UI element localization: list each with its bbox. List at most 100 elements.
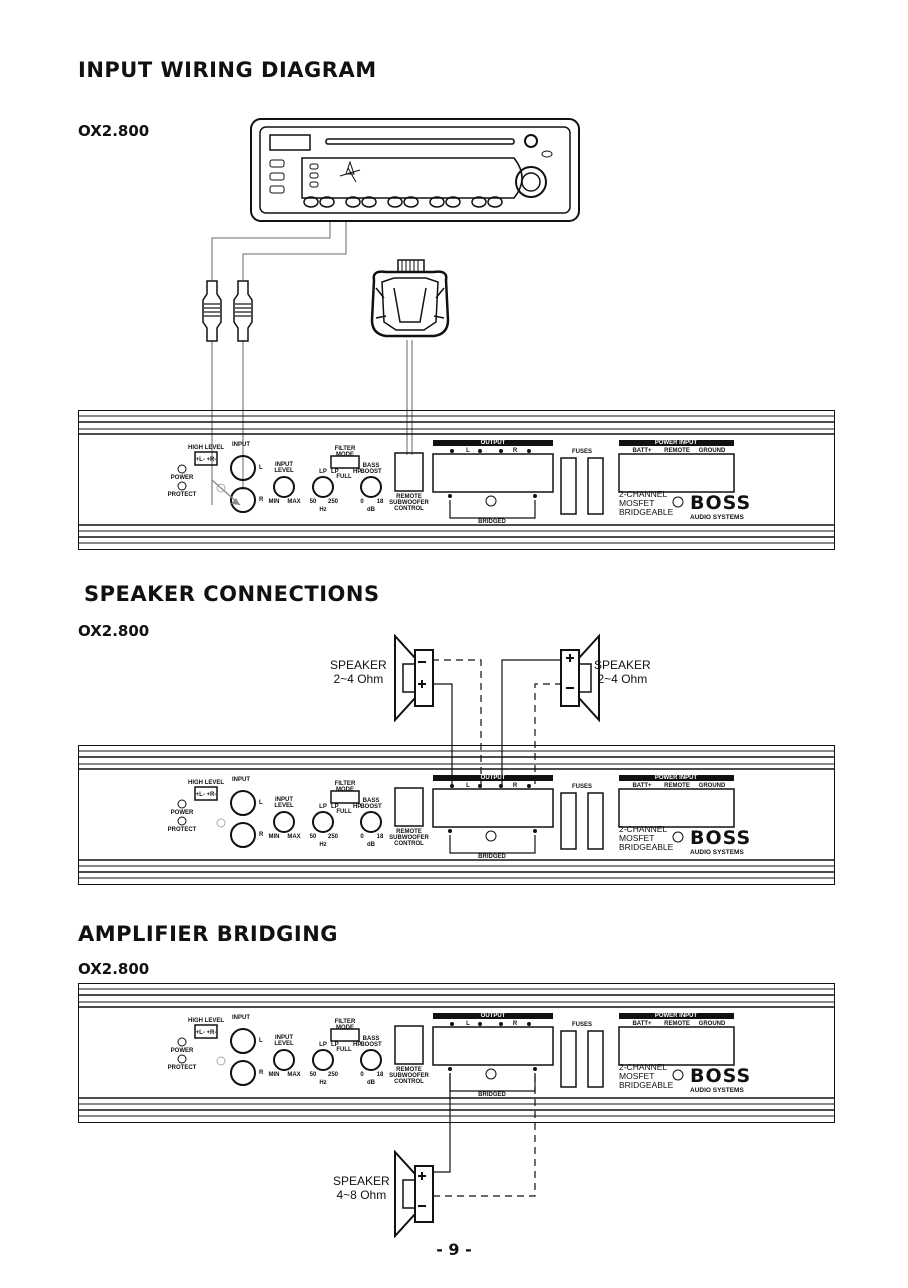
amp3-label-input-level-1: INPUT	[275, 1035, 293, 1041]
page-number: - 9 -	[436, 1240, 472, 1259]
amp2-label-batt: BATT+	[632, 783, 652, 789]
amp2-label-bass-max: 18	[376, 834, 384, 840]
model-label-1: OX2.800	[78, 122, 150, 140]
amp2-label-lp-max: 250	[327, 834, 339, 840]
amp2-label-output: OUTPUT	[480, 775, 506, 781]
amp1-brand-sub: AUDIO SYSTEMS	[690, 514, 744, 521]
amp3-label-lp-min: 50	[309, 1072, 317, 1078]
amp2-label-out-r: R	[512, 783, 518, 789]
speaker-right-icon	[560, 634, 600, 722]
speaker-bridge-label: SPEAKER 4~8 Ohm	[333, 1174, 390, 1202]
rca-plug-left	[202, 280, 222, 342]
amp2-label-db: dB	[367, 842, 375, 848]
amp3-label-fuses: FUSES	[571, 1022, 593, 1028]
amp3-label-mosfet: MOSFET	[619, 1071, 655, 1081]
amp3-label-filter-full: FULL	[336, 1047, 352, 1053]
head-unit-radio	[250, 118, 580, 222]
amp3-label-bass-boost-2: BOOST	[360, 1042, 382, 1048]
amp2-label-bass-min: 0	[360, 834, 364, 840]
speaker-left-icon	[394, 634, 434, 722]
amp2-label-power: POWER	[170, 810, 194, 816]
amp2-label-hz: Hz	[319, 842, 327, 848]
amp3-label-out-r: R	[512, 1021, 518, 1027]
amp3-label-r: R	[259, 1070, 264, 1076]
amp1-label-hz: Hz	[319, 507, 327, 513]
amp3-label-two-channel: 2-CHANNEL	[619, 1062, 668, 1072]
amp1-label-filter-mode-1: FILTER	[334, 446, 356, 452]
amp3-label-bass-boost-1: BASS	[362, 1036, 380, 1042]
amp2-label-filter-lp: LP	[331, 804, 339, 810]
amp3-label-high-level: HIGH LEVEL	[187, 1018, 225, 1024]
amp3-label-remote-1: REMOTE	[396, 1067, 422, 1073]
amp1-label-remote-2: SUBWOOFER	[389, 500, 429, 506]
amp3-label-power-input: POWER INPUT	[654, 1013, 698, 1019]
amp3-label-l: L	[259, 1038, 263, 1044]
amp1-label-db: dB	[367, 507, 375, 513]
amp3-label-ground: GROUND	[698, 1021, 726, 1027]
amp3-label-remote-2: SUBWOOFER	[389, 1073, 429, 1079]
amp1-label-high-level-pins: +L- +R-	[195, 457, 217, 463]
remote-bass-knob	[370, 259, 450, 338]
amplifier-body-1	[78, 410, 835, 550]
amp3-label-high-level-pins: +L- +R-	[195, 1030, 217, 1036]
amp1-label-filter-mode-2: MODE	[336, 452, 354, 458]
amp2-label-remote-2: SUBWOOFER	[389, 835, 429, 841]
amp1-label-two-channel: 2-CHANNEL	[619, 489, 668, 499]
amp3-label-batt: BATT+	[632, 1021, 652, 1027]
amp1-label-output: OUTPUT	[480, 440, 506, 446]
amp1-label-r: R	[259, 497, 264, 503]
amp2-label-filter-mode-2: MODE	[336, 787, 354, 793]
amp3-label-lp: LP	[319, 1042, 327, 1048]
amp2-label-bass-boost-1: BASS	[362, 798, 380, 804]
amp1-label-max: MAX	[287, 499, 301, 505]
amp3-brand-sub: AUDIO SYSTEMS	[690, 1087, 744, 1094]
amp3-label-input: INPUT	[232, 1015, 250, 1021]
amp3-label-min: MIN	[268, 1072, 280, 1078]
amp1-label-bridged: BRIDGED	[478, 519, 506, 525]
amp3-label-input-level-2: LEVEL	[274, 1041, 294, 1047]
amplifier-panel-3	[78, 983, 835, 1123]
amp1-label-input-level-2: LEVEL	[274, 468, 294, 474]
amp3-label-hz: Hz	[319, 1080, 327, 1086]
amp1-label-bass-boost-1: BASS	[362, 463, 380, 469]
speaker-bridge-impedance: 4~8 Ohm	[336, 1188, 387, 1202]
amp2-label-bass-boost-2: BOOST	[360, 804, 382, 810]
amp1-label-high-level: HIGH LEVEL	[187, 445, 225, 451]
amp3-label-bridged: BRIDGED	[478, 1092, 506, 1098]
amp3-brand-logo: BOSS	[690, 1065, 752, 1087]
amp2-label-input: INPUT	[232, 777, 250, 783]
amp1-label-remote-3: CONTROL	[394, 506, 424, 512]
speaker-left-impedance: 2~4 Ohm	[333, 672, 384, 686]
amp2-label-protect: PROTECT	[167, 827, 197, 833]
amp3-label-filter-mode-2: MODE	[336, 1025, 354, 1031]
amp1-label-lp-min: 50	[309, 499, 317, 505]
amp2-label-remote-1: REMOTE	[396, 829, 422, 835]
amp1-label-bridgeable: BRIDGEABLE	[619, 507, 674, 517]
speaker-right-label: SPEAKER 2~4 Ohm	[594, 658, 651, 686]
amp1-label-fuses: FUSES	[571, 449, 593, 455]
amp1-label-remote-1: REMOTE	[396, 494, 422, 500]
model-label-2: OX2.800	[78, 622, 150, 640]
speaker-bridge-name: SPEAKER	[333, 1174, 390, 1188]
amp2-label-input-level-2: LEVEL	[274, 803, 294, 809]
amp2-label-remote: REMOTE	[664, 783, 690, 789]
speaker-bridge-icon	[394, 1150, 434, 1238]
amp1-label-ground: GROUND	[698, 448, 726, 454]
amp3-label-filter-hp: HP	[353, 1042, 362, 1048]
amp1-label-bass-max: 18	[376, 499, 384, 505]
amp1-label-power-input: POWER INPUT	[654, 440, 698, 446]
amp1-label-filter-hp: HP	[353, 469, 362, 475]
amplifier-panel-1	[78, 410, 835, 550]
amp1-label-remote: REMOTE	[664, 448, 690, 454]
speaker-left-name: SPEAKER	[330, 658, 387, 672]
amp1-label-bass-boost-2: BOOST	[360, 469, 382, 475]
amp2-label-bridgeable: BRIDGEABLE	[619, 842, 674, 852]
amp3-label-bass-max: 18	[376, 1072, 384, 1078]
amp2-label-high-level: HIGH LEVEL	[187, 780, 225, 786]
amp3-label-protect: PROTECT	[167, 1065, 197, 1071]
speaker-right-name: SPEAKER	[594, 658, 651, 672]
amp2-label-power-input: POWER INPUT	[654, 775, 698, 781]
amp3-label-remote-3: CONTROL	[394, 1079, 424, 1085]
amp1-label-min: MIN	[268, 499, 280, 505]
heading-speaker-connections: SPEAKER CONNECTIONS	[84, 582, 380, 606]
